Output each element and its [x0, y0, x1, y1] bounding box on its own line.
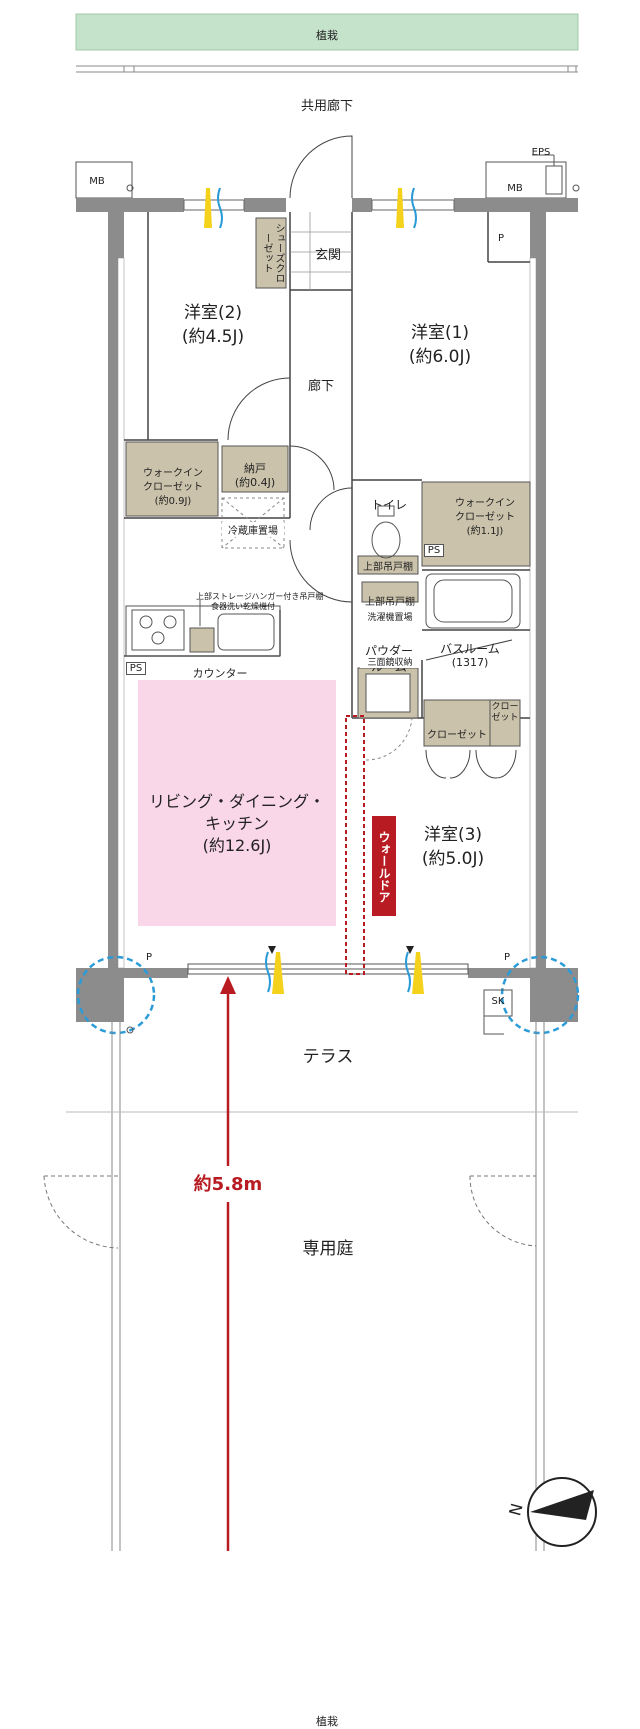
nando-label-1: 納戸 — [244, 462, 266, 475]
planting-top-strip — [75, 13, 579, 51]
wic-right-label-3: (約1.1J) — [466, 526, 504, 537]
upper-shelf-box-2 — [361, 581, 419, 603]
garden-outline — [66, 1022, 578, 1551]
counter-label: カウンター — [192, 667, 248, 680]
closet-small-box — [489, 699, 521, 747]
bathroom-label-1: バスルーム — [440, 642, 500, 656]
wall-door-tag — [372, 816, 396, 916]
entrance-door — [289, 135, 353, 199]
toilet-fixture — [371, 521, 401, 559]
wall-door-outline — [345, 715, 365, 975]
upper-shelf-label-2: 上部吊戸棚 — [365, 597, 415, 608]
eps-label: EPS — [531, 147, 551, 158]
toilet-label: トイレ — [370, 498, 407, 512]
mb-right-box — [485, 161, 567, 199]
door-ldk — [289, 539, 353, 603]
room3-size: (約5.0J) — [421, 849, 485, 869]
upper-shelf-box-1 — [357, 555, 419, 575]
storage-note-2: 食器洗い乾燥機付 — [211, 602, 275, 611]
dishwasher — [189, 627, 215, 653]
genkan-label: 玄関 — [314, 248, 341, 263]
closet-small-label: クローゼット — [491, 702, 519, 723]
ldk-label-2: キッチン — [204, 814, 269, 833]
ldk-label-1: リビング・ダイニング・ — [148, 792, 325, 811]
ldk-label-3: (約12.6J) — [202, 836, 272, 855]
wic-right-label-2: クローゼット — [455, 512, 515, 523]
nando-label-2: (約0.4J) — [234, 476, 276, 489]
wic-left-box — [125, 441, 219, 517]
powder-label-1: パウダー — [364, 644, 413, 658]
wall-door-label: ウォールドア — [377, 831, 391, 903]
nando-box — [221, 445, 289, 493]
mirror-label: 三面鏡収納 — [360, 655, 420, 668]
genkan-floor — [290, 212, 352, 290]
wic-left-label-2: クローゼット — [143, 482, 203, 493]
dimension-label: 約5.8m — [193, 1174, 263, 1195]
wic-right-label-1: ウォークイン — [455, 498, 515, 509]
kitchen-sink — [217, 613, 275, 651]
p-bottom-left-label: P — [145, 952, 153, 963]
door-toilet — [309, 487, 353, 531]
hallway-label: 廊下 — [307, 379, 334, 394]
gate-left — [43, 1175, 120, 1249]
pillar-circle-right — [500, 955, 580, 1035]
wic-left-label-1: ウォークイン — [143, 468, 203, 479]
ldk-area — [138, 680, 336, 926]
gate-right — [469, 1175, 537, 1247]
wall-top-mid — [244, 198, 286, 212]
wic-left-label-3: (約0.9J) — [154, 496, 192, 507]
planting-top-label: 植栽 — [316, 29, 338, 42]
kitchen-counter — [125, 605, 281, 657]
mb-left-label: MB — [89, 176, 105, 187]
room2-name: 洋室(2) — [183, 303, 243, 323]
room2-size: (約4.5J) — [181, 327, 245, 347]
p-bottom-right-label: P — [503, 952, 511, 963]
storage-note-1: 上部ストレージハンガー付き吊戸棚 — [196, 592, 324, 601]
door-room2 — [227, 377, 291, 441]
sk-label: SK — [491, 996, 505, 1007]
vent-markers — [204, 187, 424, 994]
dimension-arrow — [186, 976, 270, 1551]
stove — [131, 609, 185, 651]
door-bath — [425, 639, 513, 661]
sk-box — [483, 989, 513, 1017]
pillar-bottom-right — [468, 968, 578, 1022]
room1-size: (約6.0J) — [408, 347, 472, 367]
shoes-closet-box — [255, 217, 287, 289]
p-top-label: P — [497, 233, 505, 244]
door-room3 — [365, 717, 413, 761]
laundry-label: 洗濯機置場 — [367, 613, 413, 623]
private-garden-label: 専用庭 — [302, 1239, 354, 1259]
pillar-top-left — [76, 198, 124, 258]
pillar-bottom-left — [76, 968, 188, 1022]
ps-left-label: PS — [126, 662, 146, 675]
terrace-label: テラス — [302, 1047, 354, 1067]
wall-top-mid2 — [352, 198, 372, 212]
bathtub — [425, 573, 521, 629]
closet-label: クローゼット — [427, 730, 487, 741]
bathroom-label-2: (1317) — [451, 656, 489, 669]
fridge-label: 冷蔵庫置場 — [222, 522, 284, 537]
room1-name: 洋室(1) — [410, 323, 470, 343]
door-nando — [289, 445, 335, 491]
ps-right-label: PS — [424, 544, 444, 557]
room3-name: 洋室(3) — [423, 825, 483, 845]
shoes-closet-label: シューズクローゼット — [261, 223, 284, 283]
floor-plan — [43, 13, 597, 1551]
common-corridor-label: 共用廊下 — [300, 99, 353, 114]
pillar-circle-left — [76, 955, 156, 1035]
upper-shelf-label-1: 上部吊戸棚 — [363, 562, 413, 573]
compass-icon — [527, 1477, 597, 1547]
pillar-top-right — [530, 198, 578, 258]
mb-right-label: MB — [507, 183, 523, 194]
planting-bottom-label: 植栽 — [316, 1715, 338, 1728]
mb-left-box — [75, 161, 133, 199]
